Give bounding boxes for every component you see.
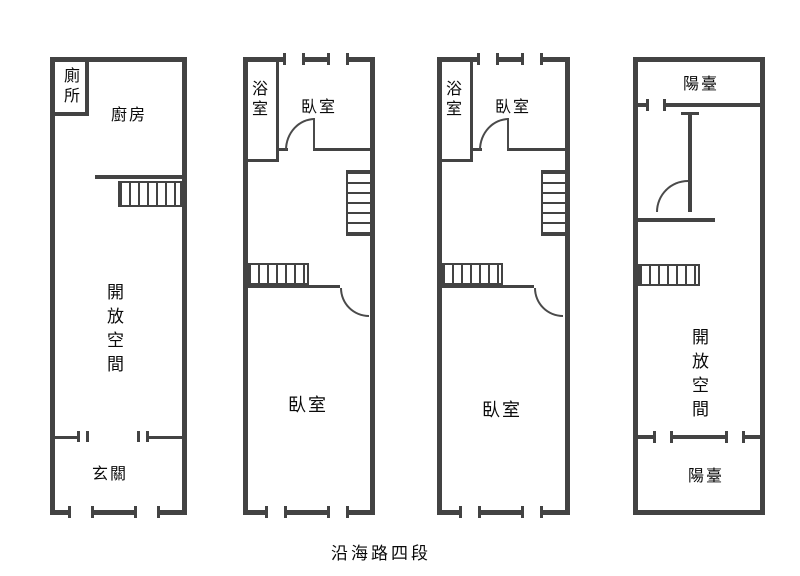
window-symbol xyxy=(459,506,481,518)
wall xyxy=(313,148,370,151)
label-balcony-bottom: 陽臺 xyxy=(688,466,725,485)
door-arc xyxy=(285,118,315,150)
door-leaf xyxy=(507,118,509,150)
door-arc xyxy=(479,118,509,150)
door-arc xyxy=(534,288,563,317)
wall xyxy=(437,285,534,288)
wall xyxy=(50,57,187,62)
stairs xyxy=(541,170,567,236)
wall xyxy=(278,148,288,151)
wall xyxy=(437,510,570,515)
stairs xyxy=(118,181,182,207)
door-arc xyxy=(340,288,369,317)
window-symbol xyxy=(477,53,499,65)
wall xyxy=(507,148,565,151)
wall xyxy=(243,159,279,162)
door-leaf xyxy=(313,118,315,150)
window-symbol xyxy=(68,506,94,518)
window-symbol xyxy=(134,506,160,518)
label-kitchen: 廚房 xyxy=(111,105,148,124)
window-symbol xyxy=(77,431,89,442)
window-symbol xyxy=(521,53,543,65)
wall xyxy=(50,112,89,116)
wall xyxy=(633,57,765,62)
wall xyxy=(243,510,375,515)
wall xyxy=(633,435,765,439)
wall xyxy=(50,57,55,515)
window-symbol xyxy=(327,53,349,65)
wall xyxy=(85,57,89,116)
wall xyxy=(370,57,375,515)
window-symbol xyxy=(725,431,745,443)
wall xyxy=(243,57,375,62)
wall xyxy=(633,218,715,222)
stairs xyxy=(247,263,309,285)
window-symbol xyxy=(646,99,666,111)
door-arc xyxy=(656,180,688,212)
label-bedroom-top: 臥室 xyxy=(495,97,532,116)
label-bedroom-top: 臥室 xyxy=(301,97,338,116)
window-symbol xyxy=(283,53,305,65)
wall xyxy=(437,57,570,62)
window-symbol xyxy=(653,431,673,443)
label-bedroom-bottom: 臥室 xyxy=(288,395,328,416)
window-symbol xyxy=(265,506,287,518)
wall xyxy=(147,436,184,439)
wall xyxy=(565,57,570,515)
wall xyxy=(472,148,482,151)
label-entry: 玄關 xyxy=(92,464,129,483)
wall xyxy=(55,436,79,439)
stairs xyxy=(638,264,700,286)
wall xyxy=(633,103,765,107)
label-toilet: 廁所 xyxy=(61,67,80,107)
wall xyxy=(50,510,187,515)
wall xyxy=(760,57,765,515)
label-bedroom-bottom: 臥室 xyxy=(482,400,522,421)
window-symbol xyxy=(521,506,543,518)
label-bathroom: 浴室 xyxy=(443,80,462,120)
wall xyxy=(95,175,187,179)
address-caption: 沿海路四段 xyxy=(331,544,431,564)
wall xyxy=(243,285,340,288)
wall xyxy=(688,115,692,212)
wall xyxy=(633,57,638,515)
label-bathroom: 浴室 xyxy=(249,80,268,120)
stairs xyxy=(441,263,503,285)
wall xyxy=(437,159,473,162)
window-symbol xyxy=(327,506,349,518)
wall xyxy=(470,57,473,162)
wall xyxy=(276,57,279,162)
wall xyxy=(633,510,765,515)
label-balcony-top: 陽臺 xyxy=(683,74,720,93)
label-open-space: 開放空間 xyxy=(103,283,123,379)
stairs xyxy=(346,170,372,236)
label-open-space: 開放空間 xyxy=(688,328,708,424)
wall xyxy=(681,112,699,115)
wall xyxy=(182,57,187,515)
